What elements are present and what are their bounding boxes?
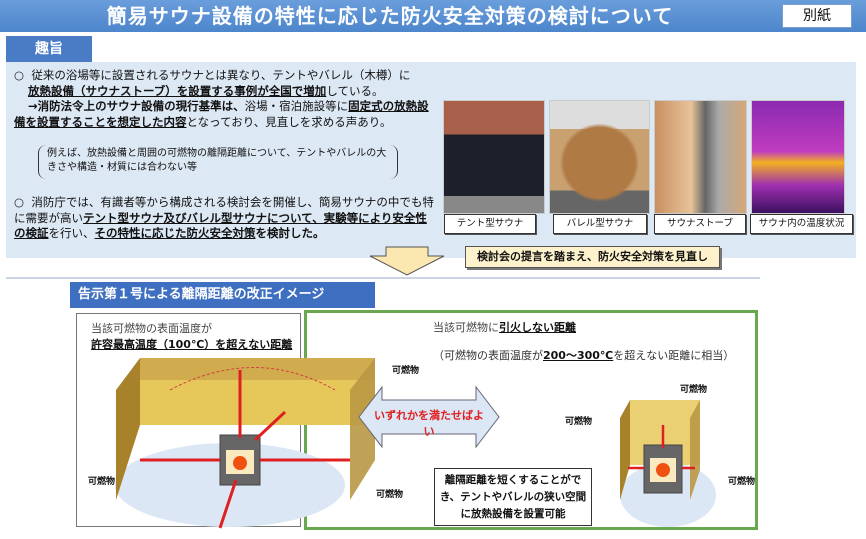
emphasis: テント型サウナ及びバレル型サウナについて、実験等により安全性の検証: [14, 210, 427, 241]
combustible-label: 可燃物: [392, 366, 420, 376]
right-wall: [350, 358, 375, 500]
text: 消防庁では、有識者等から構成される検討会を開催し、簡易サウナの中でも特に需要が高…: [14, 195, 434, 225]
emphasis: 放熱設備（サウナストーブ）を設置する事例が全国で増加: [28, 83, 327, 98]
right-caption: を超えない距離に相当）: [613, 349, 735, 362]
large-clearance-diagram: [115, 358, 375, 529]
combustible-label: 可燃物: [680, 385, 708, 395]
double-arrow-icon: [358, 386, 500, 448]
title-bar: [0, 0, 866, 32]
right-caption: 当該可燃物に: [433, 321, 499, 334]
bullet: ○: [14, 68, 25, 82]
barrel-sauna-photo: [549, 100, 650, 214]
section-title: 告示第１号による離隔距離の改正イメージ: [70, 282, 375, 308]
tent-sauna-photo: [443, 100, 545, 214]
bullet: ○: [14, 195, 25, 209]
text: を検討した。: [255, 226, 325, 240]
emphasis: 固定式の放熱設備を設置することを想定した内容: [14, 99, 429, 129]
combustible-label: 可燃物: [376, 490, 404, 500]
emphasis: →消防法令上のサウナ設備の現行基準は、: [28, 99, 245, 113]
left-wall: [116, 358, 140, 500]
purpose-paragraph-1: ○ 従来の浴場等に設置されるサウナとは異なり、テントやバレル（木樽）に 放熱設備…: [14, 68, 429, 130]
down-arrow-icon: [369, 246, 445, 276]
combustible-label: 可燃物: [728, 477, 756, 487]
annex-label: 別紙: [782, 4, 852, 28]
page-title: 簡易サウナ設備の特性に応じた防火安全対策の検討について: [106, 4, 674, 28]
right-caption: （可燃物の表面温度が: [433, 349, 543, 362]
left-caption: 当該可燃物の表面温度が: [91, 322, 212, 335]
text: している。: [326, 83, 384, 98]
divider: [6, 277, 760, 279]
review-callout: 検討会の提言を踏まえ、防火安全対策を見直し: [465, 246, 720, 268]
purpose-paragraph-2: ○ 消防庁では、有識者等から構成される検討会を開催し、簡易サウナの中でも特に需要…: [14, 195, 434, 242]
text: を行い、: [48, 226, 95, 240]
photo-caption: サウナストーブ: [654, 214, 746, 234]
right-emphasis: 引火しない距離: [499, 321, 576, 334]
text: 従来の浴場等に設置されるサウナとは異なり、テントやバレル（木樽）に: [31, 68, 411, 82]
heat-arrows: [628, 425, 695, 470]
combustible-label: 可燃物: [88, 477, 116, 487]
left-emphasis: 許容最高温度（100℃）を超えない距離: [91, 338, 293, 351]
photo-caption: バレル型サウナ: [553, 214, 647, 234]
example-note: 例えば、放熱設備と周囲の可燃物の離隔距離について、テントやバレルの大きさや構造・…: [38, 145, 398, 179]
either-condition-label: いずれかを満たせばよい: [374, 409, 484, 438]
heat-arrows: [140, 370, 350, 529]
text: 浴場・宿泊施設等に: [244, 99, 349, 113]
photo-caption: テント型サウナ: [444, 214, 536, 234]
temperature-range: 200～300℃: [543, 349, 614, 362]
benefit-note: 離隔距離を短くすることができ、テントやバレルの狭い空間に放熱設備を設置可能: [434, 468, 592, 526]
text: となっており、見直しを求める声あり。: [186, 114, 392, 129]
sauna-stove-photo: [654, 100, 747, 214]
thermal-image-photo: [751, 100, 845, 214]
photo-caption: サウナ内の温度状況: [750, 214, 853, 234]
purpose-tab: 趣旨: [6, 36, 92, 62]
small-clearance-diagram: [620, 400, 716, 527]
emphasis: その特性に応じた防火安全対策: [94, 226, 256, 240]
combustible-label: 可燃物: [565, 417, 593, 427]
